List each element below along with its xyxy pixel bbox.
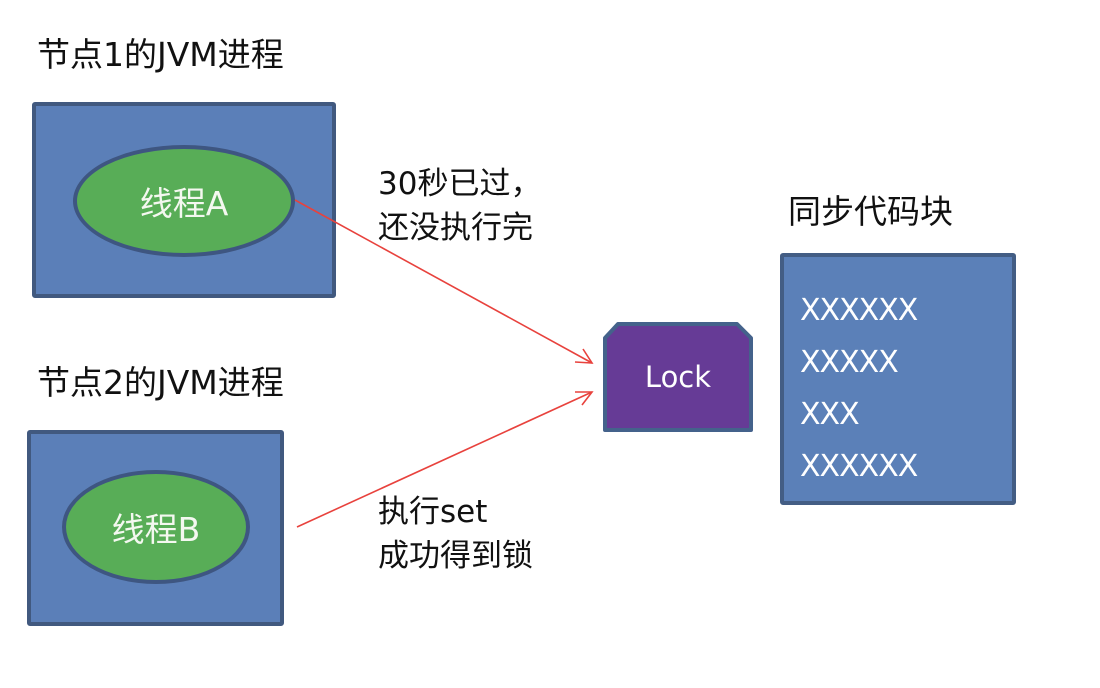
acquire-note: 执行set 成功得到锁 [378, 490, 533, 578]
code-line: XXXXX [800, 345, 899, 380]
sync-code-block: XXXXXX XXXXX XXX XXXXXX [780, 253, 1016, 505]
node1-title: 节点1的JVM进程 [37, 35, 284, 74]
acquire-note-line: 执行set [378, 494, 488, 530]
thread-a-ellipse: 线程A [73, 145, 295, 257]
lock-label: Lock [644, 360, 712, 394]
code-line: XXXXXX [800, 293, 918, 328]
acquire-note-line: 成功得到锁 [378, 538, 533, 574]
timeout-note-line: 30秒已过， [378, 166, 542, 202]
lock-shape [603, 322, 753, 432]
arrow-thread-a-to-lock [294, 199, 594, 364]
arrow-thread-b-to-lock [296, 391, 594, 528]
thread-a-label: 线程A [139, 184, 229, 223]
timeout-note: 30秒已过， 还没执行完 [378, 162, 541, 250]
node2-title: 节点2的JVM进程 [37, 363, 284, 402]
code-line: XXXXXX [800, 449, 918, 484]
thread-b-label: 线程B [111, 510, 201, 549]
thread-b-ellipse: 线程B [62, 470, 250, 584]
code-line: XXX [800, 397, 860, 432]
timeout-note-line: 还没执行完 [378, 210, 533, 246]
sync-block-title: 同步代码块 [788, 192, 953, 231]
